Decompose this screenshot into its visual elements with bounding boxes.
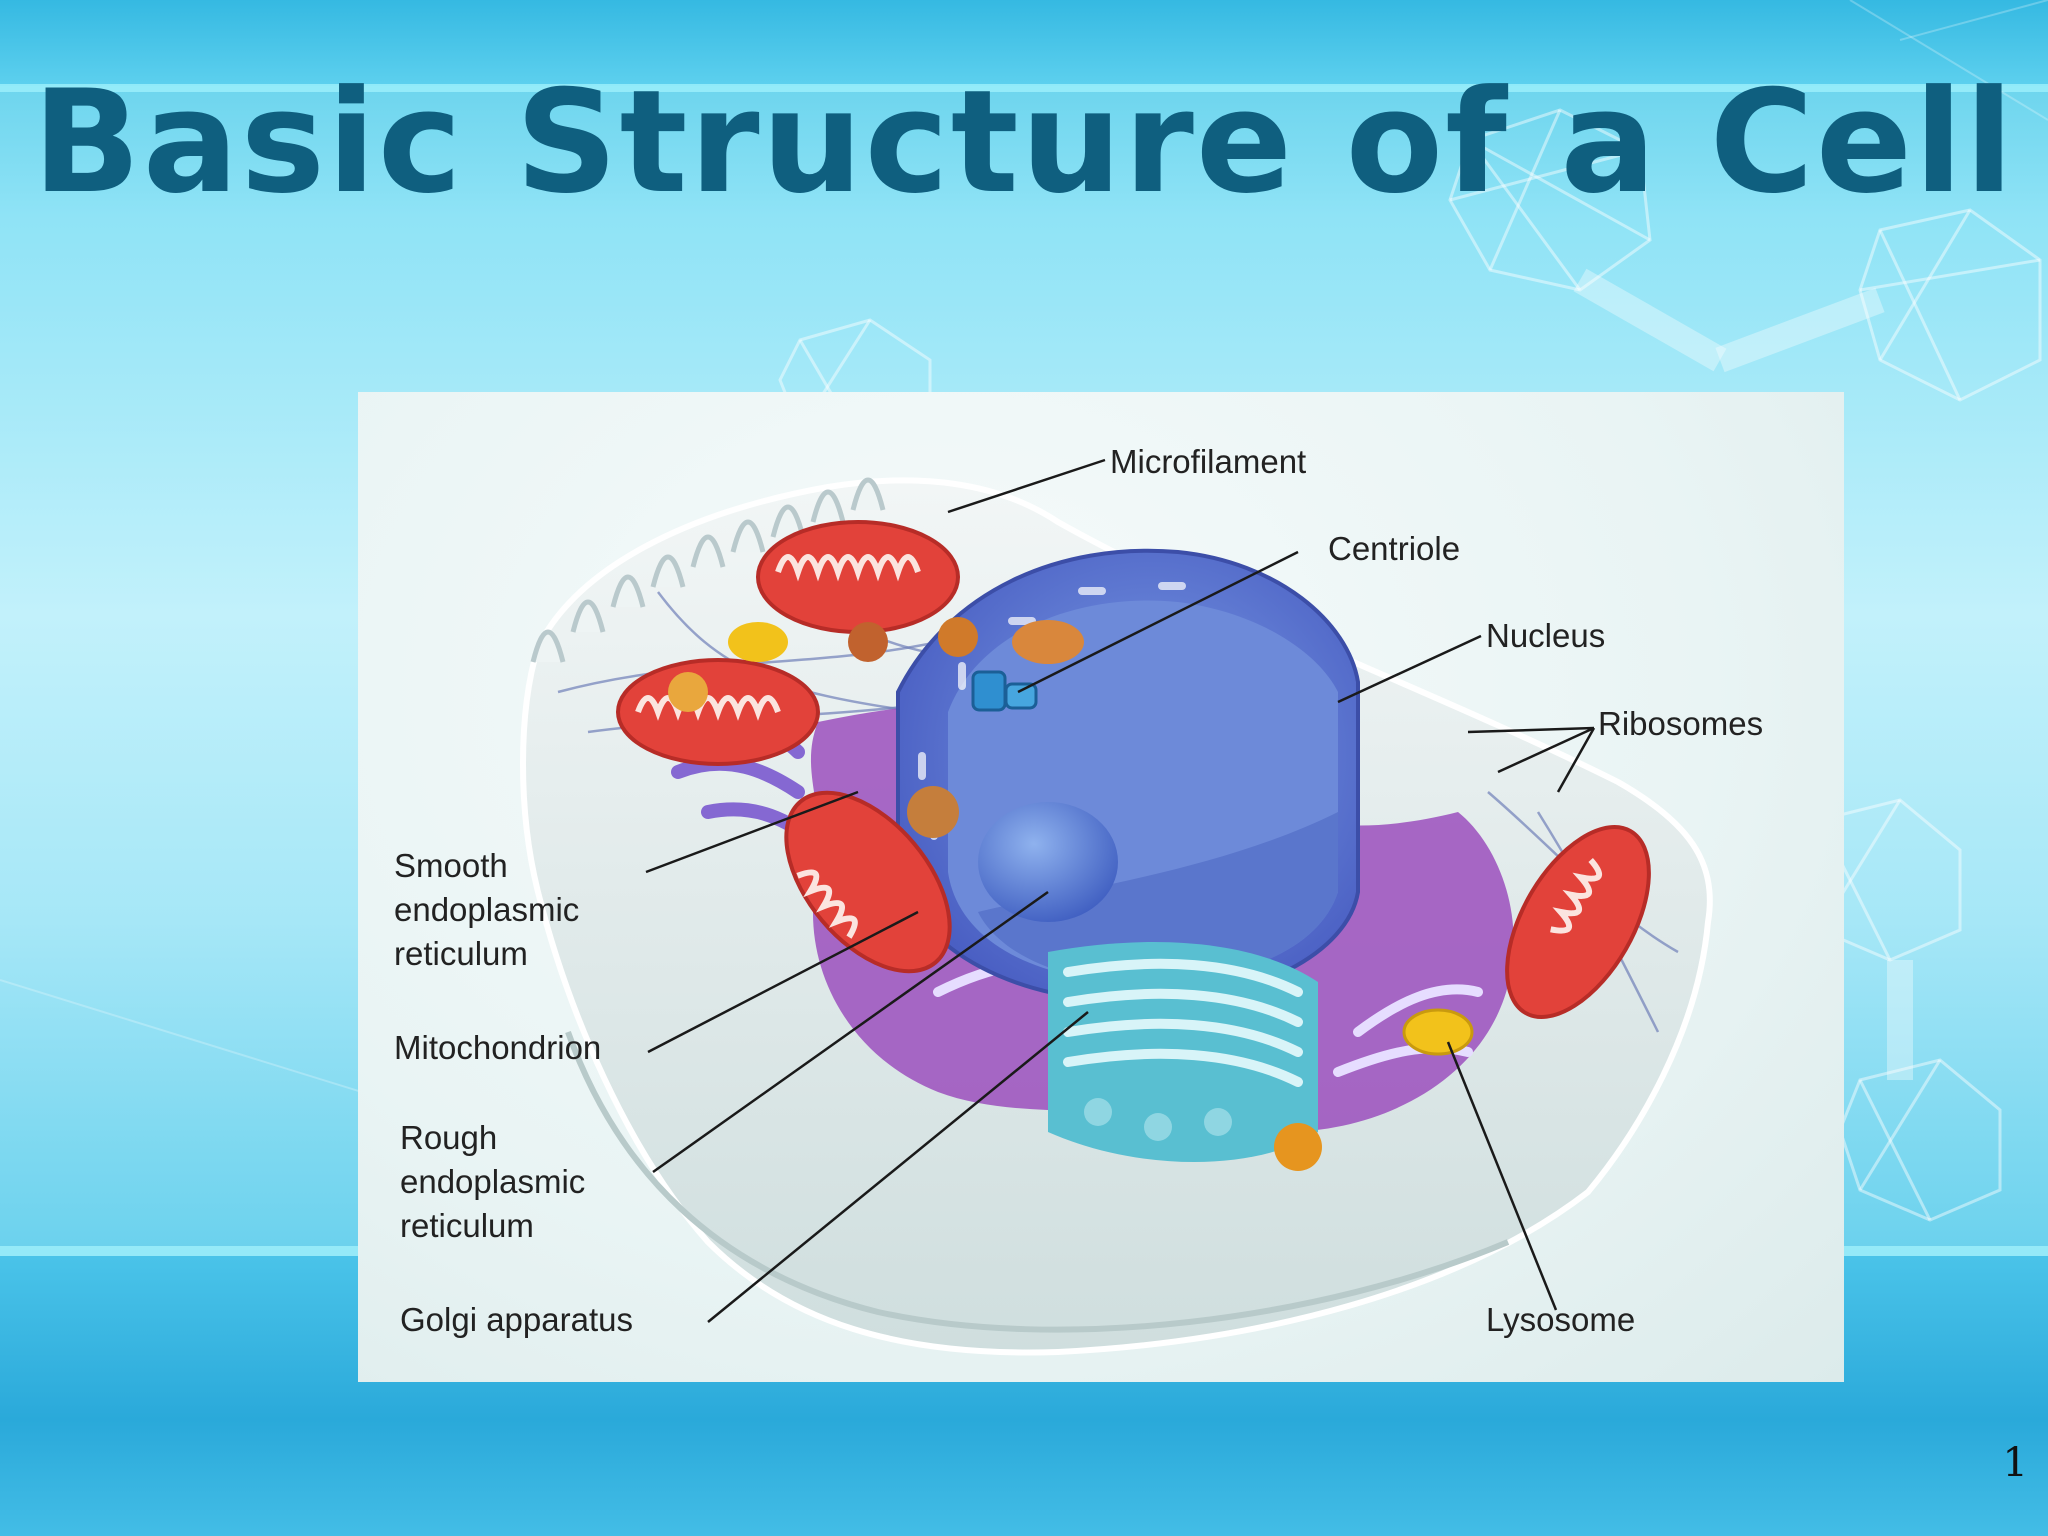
lysosome	[1402, 1008, 1474, 1056]
label-rough-er: Rough endoplasmic reticulum	[400, 1116, 585, 1248]
label-smooth-er-line-2: endoplasmic	[394, 891, 580, 928]
nucleus	[896, 548, 1360, 1005]
label-rough-er-line-2: endoplasmic	[400, 1163, 586, 1200]
leader-lines	[645, 458, 1596, 1323]
label-smooth-er-line-1: Smooth	[394, 847, 508, 884]
label-smooth-er: Smooth endoplasmic reticulum	[394, 844, 579, 976]
top-band-highlight	[0, 84, 2048, 92]
cell-diagram: Microfilament Centriole Nucleus Ribosome…	[358, 392, 1844, 1382]
nucleolus	[978, 802, 1118, 922]
label-centriole: Centriole	[1328, 530, 1461, 567]
centriole	[971, 670, 1038, 712]
label-mitochondrion: Mitochondrion	[394, 1029, 602, 1066]
microvilli	[530, 477, 886, 663]
label-microfilament: Microfilament	[1110, 443, 1307, 480]
page-number: 1	[2002, 1440, 2028, 1486]
label-rough-er-line-3: reticulum	[400, 1207, 534, 1244]
label-ribosomes: Ribosomes	[1598, 705, 1764, 742]
vesicles	[668, 617, 1322, 1171]
golgi-apparatus	[1048, 942, 1318, 1162]
label-smooth-er-line-3: reticulum	[394, 935, 528, 972]
slide-title: Basic Structure of a Cell	[32, 60, 2016, 225]
label-lysosome: Lysosome	[1486, 1301, 1636, 1338]
cell-illustration	[520, 458, 1713, 1356]
mitochondria	[616, 520, 1651, 1019]
label-golgi: Golgi apparatus	[400, 1301, 633, 1338]
top-band	[0, 0, 2048, 86]
label-nucleus: Nucleus	[1486, 617, 1606, 654]
label-rough-er-line-1: Rough	[400, 1119, 498, 1156]
